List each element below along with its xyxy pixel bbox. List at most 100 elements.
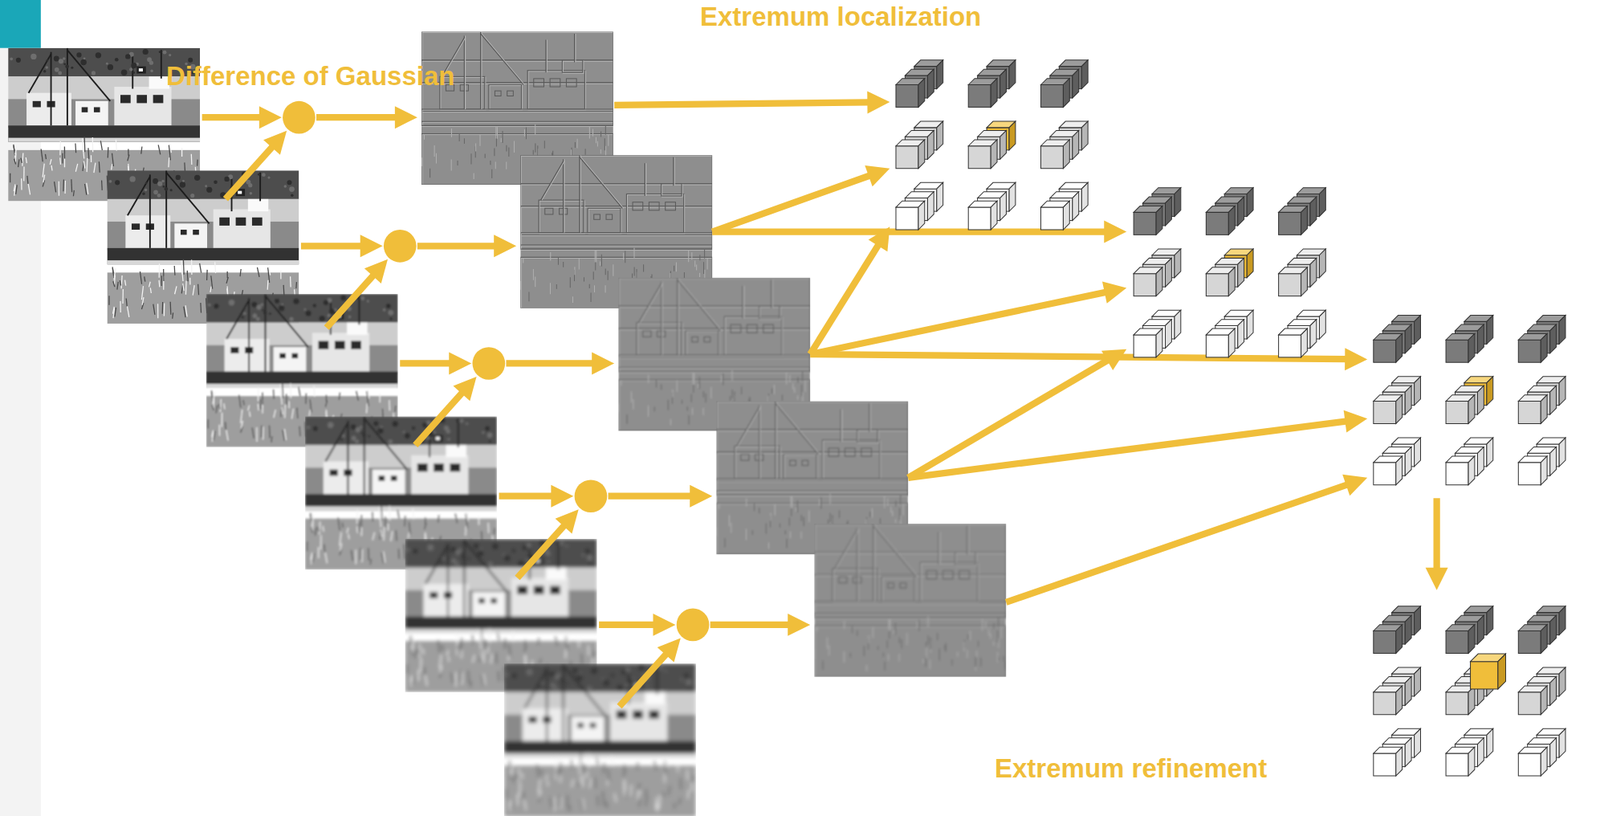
- photo-tree: [130, 62, 137, 69]
- dog-edge: [763, 324, 774, 333]
- dog-edge: [588, 208, 622, 234]
- cube-face: [1133, 273, 1157, 297]
- dog-edge: [590, 293, 592, 302]
- voxel-cube: [1373, 394, 1403, 424]
- photo-window: [533, 586, 545, 595]
- photo-tree: [91, 70, 96, 75]
- dog-edge: [481, 33, 525, 86]
- photo-grass: [555, 773, 558, 780]
- photo-mast: [66, 48, 69, 127]
- arrow-head: [1342, 474, 1368, 496]
- photo-mast: [264, 296, 308, 348]
- cube-face: [1319, 309, 1326, 339]
- photo-grass: [339, 531, 342, 546]
- photo-grass: [87, 147, 90, 159]
- photo-tree: [290, 194, 294, 197]
- photo-grass: [359, 547, 362, 560]
- photo-grass: [312, 553, 314, 563]
- photo-tree: [388, 439, 393, 444]
- voxel-cube: [1445, 333, 1475, 363]
- photo-area: [571, 716, 605, 741]
- dog-edge: [734, 445, 780, 479]
- cube-face: [1498, 653, 1507, 689]
- photo-grass: [325, 394, 327, 402]
- photo-grass: [141, 146, 143, 154]
- cube-face: [1468, 685, 1475, 715]
- photo-grass: [49, 158, 52, 165]
- cube-face: [1396, 624, 1403, 654]
- dog-edge: [677, 279, 721, 331]
- photo-flag: [433, 434, 443, 442]
- cube-face: [1540, 455, 1548, 485]
- scale-space-neighbourhood: [1373, 315, 1566, 485]
- photo-grass: [493, 527, 496, 534]
- dog-edge: [872, 626, 874, 638]
- photo-area: [125, 215, 171, 249]
- photo-area: [106, 170, 299, 200]
- cube-face: [1081, 121, 1088, 151]
- arrow-shaft: [608, 492, 693, 500]
- photo-grass: [310, 527, 313, 534]
- dog-edge: [814, 523, 1006, 553]
- photo-grass: [355, 549, 357, 565]
- photo-grass: [125, 280, 127, 286]
- photo-grass: [158, 144, 161, 155]
- photo-grass: [114, 307, 117, 318]
- photo-tree: [545, 551, 550, 556]
- photo-area: [113, 86, 171, 126]
- photo-tree: [249, 191, 253, 195]
- photo-grass: [227, 271, 228, 278]
- photo-grass: [566, 635, 569, 644]
- dog-edge: [562, 158, 564, 233]
- dog-edge: [480, 31, 481, 110]
- photo-grass: [318, 521, 321, 534]
- cube-face: [895, 84, 919, 107]
- photo-mast: [363, 416, 366, 495]
- cube-face: [1477, 614, 1484, 644]
- cube-face: [927, 69, 934, 98]
- dog-edge: [955, 552, 976, 565]
- dog-edge: [538, 199, 584, 233]
- photo-window: [93, 106, 101, 112]
- photo-grass: [626, 789, 628, 798]
- cube-face: [1518, 462, 1541, 485]
- dog-edge: [832, 568, 878, 602]
- voxel-cube: [1205, 328, 1235, 358]
- photo-tree: [179, 181, 186, 188]
- dog-edge: [681, 399, 683, 404]
- cube-face: [1062, 78, 1070, 108]
- photo-grass: [310, 513, 313, 524]
- cube-face: [936, 182, 944, 212]
- photo-tree: [182, 179, 185, 183]
- dog-edge: [672, 157, 674, 187]
- dog-edge: [758, 507, 760, 513]
- dog-edge: [549, 282, 551, 294]
- photo-tree: [587, 686, 592, 691]
- cube-face: [1396, 685, 1403, 715]
- dog-edge: [921, 562, 979, 602]
- dog-edge: [618, 355, 811, 372]
- photo-grass: [511, 800, 513, 811]
- dog-edge: [716, 401, 908, 431]
- photo-grass: [356, 390, 359, 401]
- cube-face: [1396, 746, 1403, 776]
- photo-grass: [655, 796, 657, 811]
- photo-tree: [638, 663, 644, 670]
- photo-grass: [115, 139, 118, 151]
- dog-edge: [521, 233, 713, 250]
- photo-tree: [114, 57, 119, 62]
- cube-face: [1559, 376, 1566, 406]
- photo-grass: [149, 281, 151, 288]
- photo-grass: [662, 791, 664, 797]
- photo-grass: [219, 424, 221, 436]
- cube-face: [1373, 631, 1397, 654]
- photo-tree: [63, 62, 66, 66]
- dog-edge: [645, 162, 647, 196]
- dog-edge: [753, 502, 755, 511]
- photo-area: [8, 125, 200, 142]
- photo-grass: [408, 521, 411, 535]
- photo-grass: [602, 790, 604, 807]
- photo-tree: [377, 427, 383, 434]
- photo-grass: [367, 390, 370, 399]
- photo-area: [213, 209, 271, 249]
